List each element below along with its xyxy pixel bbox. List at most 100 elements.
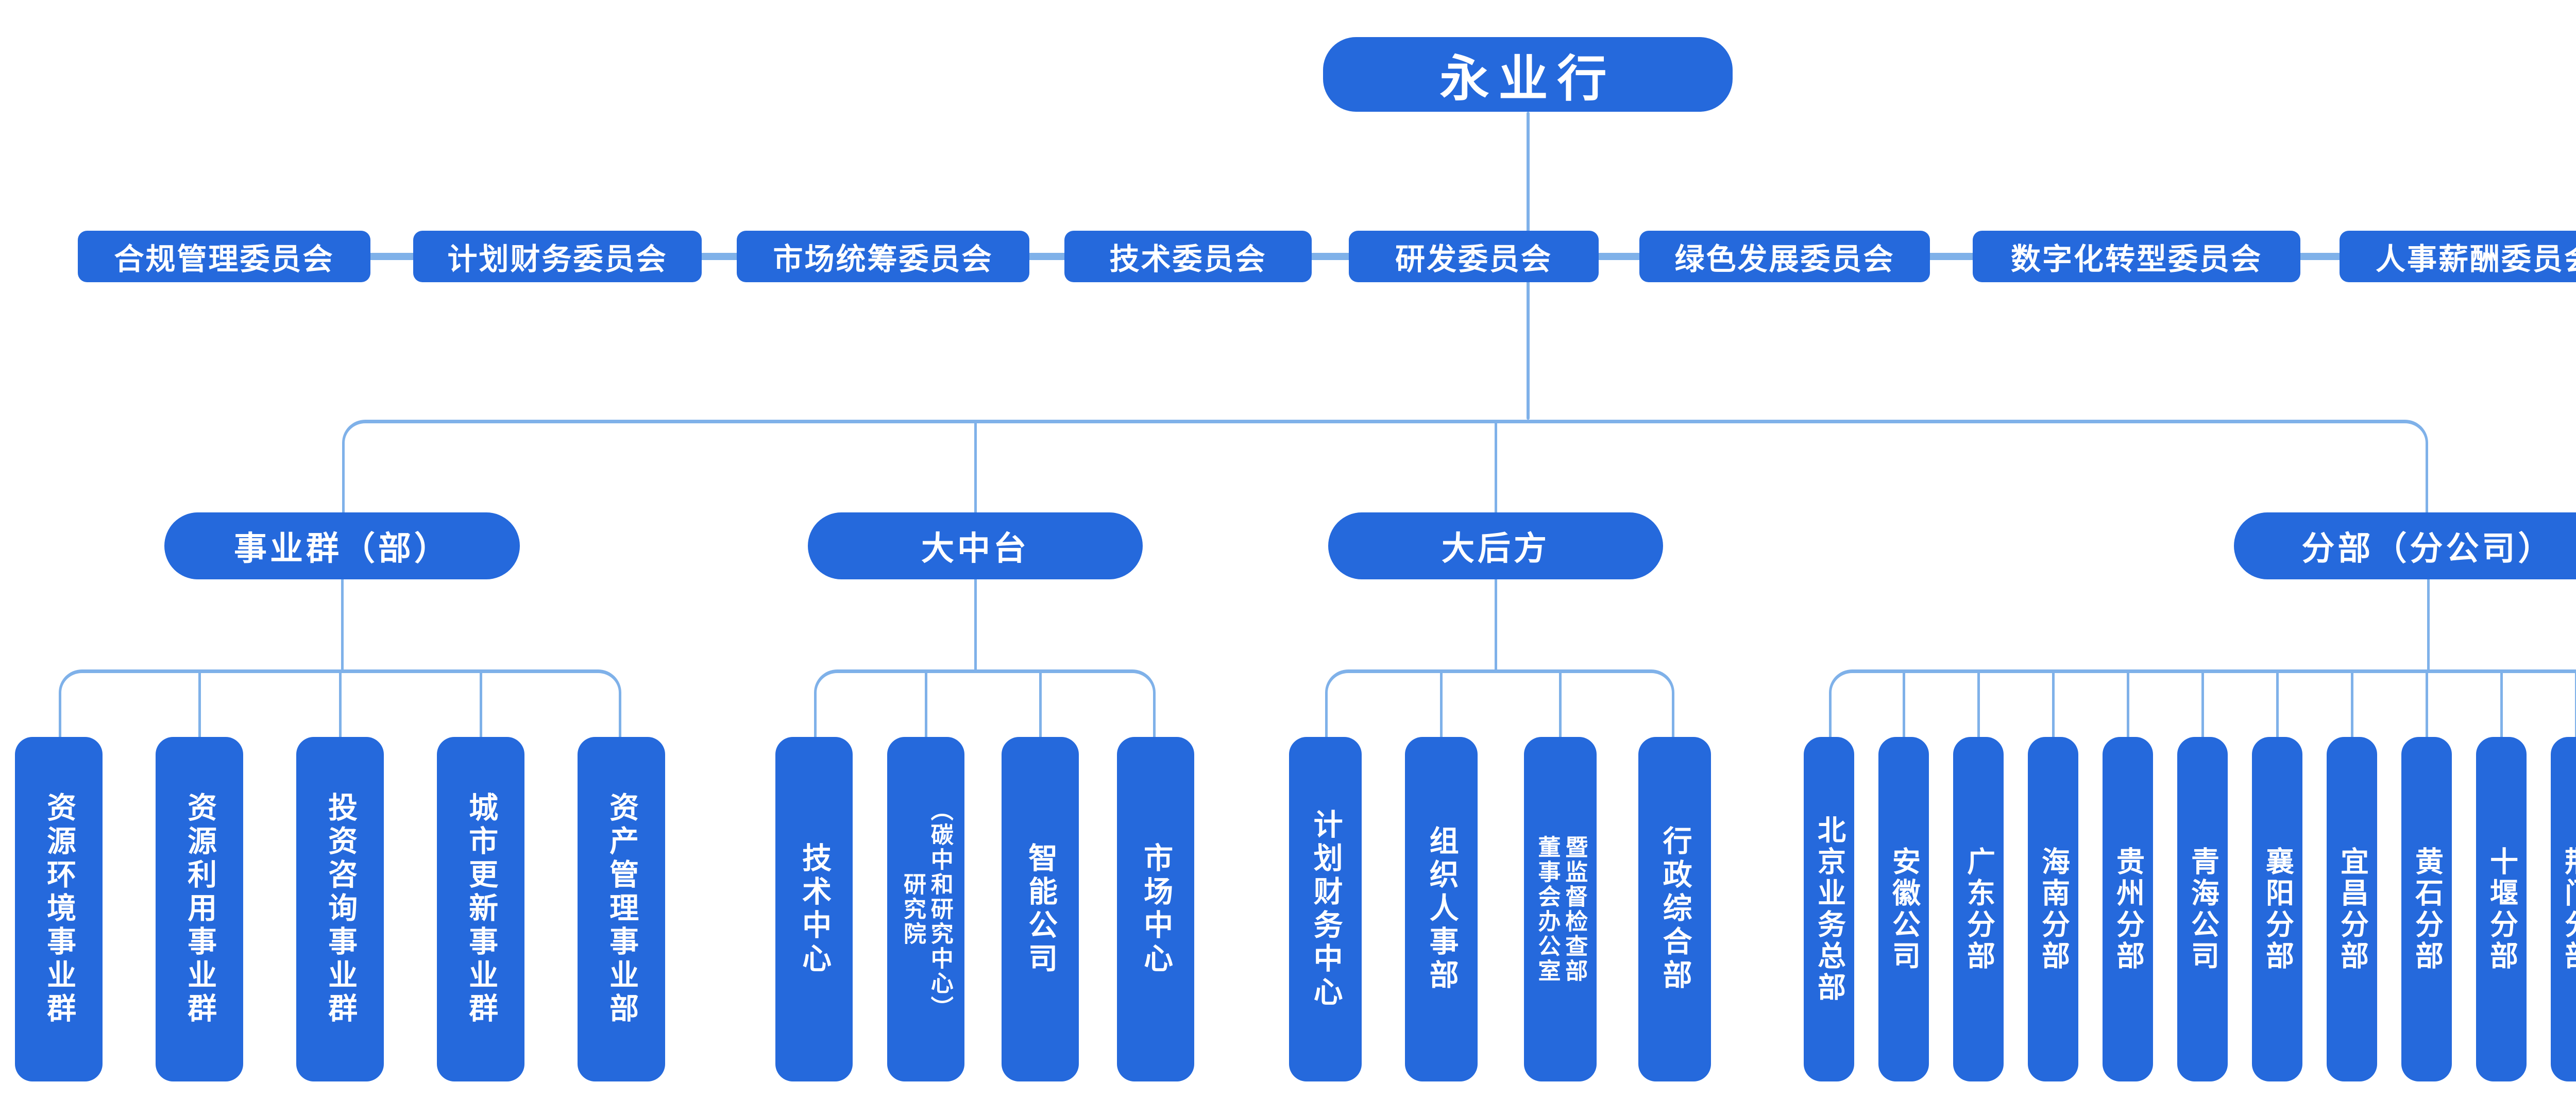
dept-node[interactable]: 资产管理事业部 xyxy=(578,737,665,1081)
dept-node[interactable]: 宜昌分部 xyxy=(2327,737,2377,1081)
dept-drop-line xyxy=(2052,669,2055,737)
dept-node-label: 宜昌分部 xyxy=(2336,846,2368,972)
committee-label: 技术委员会 xyxy=(1109,243,1267,276)
group-node[interactable]: 大后方 xyxy=(1328,512,1663,579)
dept-node-label: 安徽公司 xyxy=(1888,846,1920,972)
dept-node-label: 董事会办公室 暨监督检查部 xyxy=(1534,835,1587,984)
dept-node-label: 智能公司 xyxy=(1024,842,1057,976)
committee-node[interactable]: 市场统筹委员会 xyxy=(737,231,1029,282)
committee-node[interactable]: 研发委员会 xyxy=(1349,231,1599,282)
dept-node-label: 北京业务总部 xyxy=(1813,815,1845,1004)
dept-drop-line xyxy=(339,669,342,737)
dept-drop-line xyxy=(2201,669,2204,737)
committee-label: 合规管理委员会 xyxy=(114,243,334,276)
committee-label: 市场统筹委员会 xyxy=(773,243,993,276)
committee-node[interactable]: 数字化转型委员会 xyxy=(1973,231,2300,282)
committee-node[interactable]: 人事薪酬委员会 xyxy=(2340,231,2576,282)
dept-drop-line xyxy=(2426,669,2428,737)
group-node[interactable]: 大中台 xyxy=(808,512,1143,579)
dept-drop-line xyxy=(198,669,201,737)
dept-node[interactable]: 市场中心 xyxy=(1117,737,1194,1081)
dept-drop-line xyxy=(1440,669,1443,737)
dept-node[interactable]: 荆门分部 xyxy=(2551,737,2576,1081)
dept-node[interactable]: 黄石分部 xyxy=(2401,737,2452,1081)
dept-branch-line xyxy=(814,669,1156,737)
dept-node-label: 研究院 （碳中和研究中心） xyxy=(900,798,953,1021)
dept-node-label: 组织人事部 xyxy=(1425,826,1459,993)
dept-node[interactable]: 董事会办公室 暨监督检查部 xyxy=(1524,737,1597,1081)
dept-drop-line xyxy=(1559,669,1562,737)
dept-drop-line xyxy=(1903,669,1905,737)
dept-node[interactable]: 组织人事部 xyxy=(1405,737,1478,1081)
dept-node-label: 投资咨询事业群 xyxy=(324,792,357,1026)
pill-drop-line xyxy=(2427,579,2430,669)
dept-node-label: 十堰分部 xyxy=(2485,846,2518,972)
dept-node[interactable]: 北京业务总部 xyxy=(1804,737,1854,1081)
committee-label: 人事薪酬委员会 xyxy=(2375,243,2576,276)
committee-label: 计划财务委员会 xyxy=(447,243,668,276)
dept-node-label: 贵州分部 xyxy=(2112,846,2144,972)
dept-drop-line xyxy=(1039,669,1042,737)
dept-node-label: 城市更新事业群 xyxy=(464,792,498,1026)
dept-node[interactable]: 青海公司 xyxy=(2177,737,2228,1081)
dept-node[interactable]: 十堰分部 xyxy=(2476,737,2527,1081)
committee-node[interactable]: 绿色发展委员会 xyxy=(1639,231,1930,282)
dept-node-label: 技术中心 xyxy=(798,842,831,976)
dept-node-label: 黄石分部 xyxy=(2411,846,2443,972)
dept-drop-line xyxy=(480,669,482,737)
committee-label: 研发委员会 xyxy=(1395,243,1552,276)
dept-drop-line xyxy=(2276,669,2279,737)
dept-node[interactable]: 安徽公司 xyxy=(1878,737,1929,1081)
group-drop-line xyxy=(1495,420,1497,512)
dept-node[interactable]: 襄阳分部 xyxy=(2252,737,2302,1081)
group-node[interactable]: 分部（分公司） xyxy=(2234,512,2576,579)
root-node-label: 永业行 xyxy=(1439,51,1616,107)
dept-node-label: 海南分部 xyxy=(2037,846,2070,972)
committee-node[interactable]: 计划财务委员会 xyxy=(413,231,702,282)
committee-label: 数字化转型委员会 xyxy=(2010,243,2262,276)
group-drop-line xyxy=(974,420,977,512)
group-node-label: 事业群（部） xyxy=(234,530,450,567)
dept-node-label: 荆门分部 xyxy=(2560,846,2576,972)
root-node[interactable]: 永业行 xyxy=(1323,37,1733,112)
dept-node[interactable]: 研究院 （碳中和研究中心） xyxy=(887,737,964,1081)
group-node-label: 大后方 xyxy=(1442,530,1550,567)
committee-label: 绿色发展委员会 xyxy=(1674,243,1895,276)
dept-node-label: 襄阳分部 xyxy=(2261,846,2294,972)
dept-drop-line xyxy=(925,669,927,737)
dept-node[interactable]: 城市更新事业群 xyxy=(437,737,524,1081)
dept-drop-line xyxy=(2500,669,2503,737)
dept-node[interactable]: 海南分部 xyxy=(2028,737,2078,1081)
pill-drop-line xyxy=(341,579,344,669)
dept-node[interactable]: 行政综合部 xyxy=(1638,737,1711,1081)
dept-node[interactable]: 广东分部 xyxy=(1953,737,2004,1081)
dept-node[interactable]: 投资咨询事业群 xyxy=(296,737,384,1081)
pill-drop-line xyxy=(974,579,977,669)
dept-drop-line xyxy=(2575,669,2576,737)
dept-branch-line xyxy=(1325,669,1674,737)
committee-node[interactable]: 合规管理委员会 xyxy=(78,231,370,282)
dept-node[interactable]: 资源环境事业群 xyxy=(15,737,103,1081)
dept-node[interactable]: 贵州分部 xyxy=(2103,737,2153,1081)
group-node[interactable]: 事业群（部） xyxy=(164,512,520,579)
dept-drop-line xyxy=(2351,669,2353,737)
dept-node-label: 资源利用事业群 xyxy=(183,792,216,1026)
dept-node-label: 青海公司 xyxy=(2187,846,2219,972)
dept-drop-line xyxy=(2127,669,2129,737)
dept-node[interactable]: 技术中心 xyxy=(775,737,853,1081)
dept-node-label: 计划财务中心 xyxy=(1309,809,1343,1010)
dept-node[interactable]: 资源利用事业群 xyxy=(156,737,243,1081)
dept-drop-line xyxy=(1977,669,1980,737)
pill-drop-line xyxy=(1495,579,1497,669)
group-node-label: 大中台 xyxy=(921,530,1029,567)
dept-node-label: 资源环境事业群 xyxy=(42,792,76,1026)
dept-node[interactable]: 智能公司 xyxy=(1002,737,1079,1081)
committee-node[interactable]: 技术委员会 xyxy=(1064,231,1312,282)
dept-node-label: 行政综合部 xyxy=(1658,826,1692,993)
dept-node-label: 广东分部 xyxy=(1962,846,1995,972)
group-node-label: 分部（分公司） xyxy=(2301,530,2554,567)
dept-node-label: 市场中心 xyxy=(1139,842,1173,976)
dept-node[interactable]: 计划财务中心 xyxy=(1289,737,1362,1081)
group-branch-line xyxy=(342,420,2428,512)
